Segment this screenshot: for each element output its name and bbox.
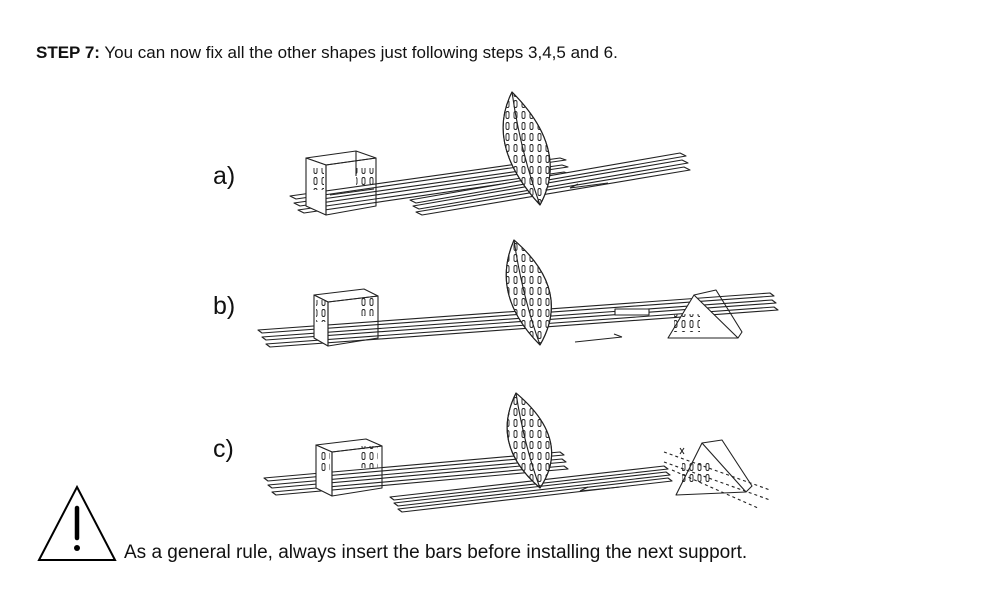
square-box-support-b (313, 288, 379, 347)
direction-arrow-b (574, 336, 623, 343)
warning-triangle-icon (37, 484, 117, 561)
triangle-support-b (667, 289, 743, 339)
figure-label-c: c) (213, 435, 234, 463)
triangle-support-c (663, 439, 771, 509)
figure-a-drawing (289, 91, 691, 216)
direction-arrow-c (579, 486, 621, 492)
figure-c-drawing (263, 392, 771, 513)
step-label: STEP 7: (36, 43, 100, 62)
figure-b-drawing (257, 239, 779, 348)
lens-support-c (506, 392, 553, 489)
bars-right-c (389, 465, 673, 513)
square-box-support-a (305, 150, 377, 216)
level-tool-b (614, 308, 650, 316)
lens-support-a (502, 91, 551, 206)
direction-arrow-a (569, 182, 609, 189)
figure-label-b: b) (213, 292, 236, 320)
warning-text: As a general rule, always insert the bar… (124, 542, 748, 563)
bars-left-c (263, 451, 569, 496)
figure-label-a: a) (213, 162, 236, 190)
lens-support-b (505, 239, 552, 346)
step-text: You can now fix all the other shapes jus… (99, 43, 618, 62)
step-instruction: STEP 7: You can now fix all the other sh… (36, 43, 618, 63)
square-box-support-c (315, 438, 383, 497)
